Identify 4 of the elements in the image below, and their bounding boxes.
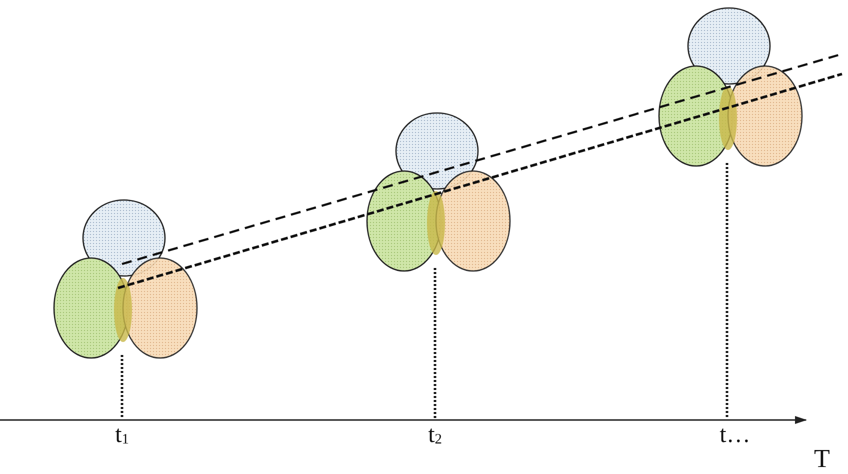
time-tick-label: t$_{1}$ — [115, 423, 129, 447]
axis-label: T — [814, 446, 830, 472]
time-tick-label: t… — [720, 423, 750, 447]
time-tick-label: t$_{2}$ — [428, 423, 442, 447]
